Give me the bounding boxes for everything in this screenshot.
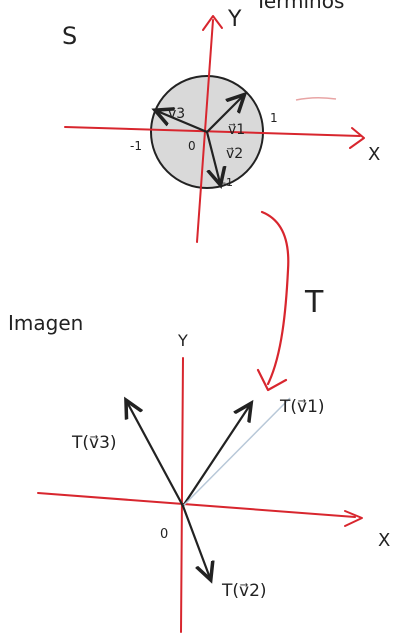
top-x-arrowhead [349,127,365,149]
bottom-y-axis [180,357,184,633]
bottom-x-arrowhead [344,510,363,527]
bottom-origin: 0 [160,527,168,542]
top-x-axis [64,126,361,137]
tick-neg-one-y: -1 [222,176,233,189]
label-v3: v⃗3 [168,106,185,122]
label-v2: v⃗2 [226,146,243,162]
label-Tv2: T(v⃗2) [221,581,267,601]
top-y-arrowhead [202,15,223,31]
transform-label: T [304,285,324,320]
top-y-label: Y [227,7,242,32]
vector-Tv2 [181,504,210,578]
top-origin: 0 [188,139,196,153]
set-label: S [62,22,77,50]
vector-Tv1-faint [182,397,291,507]
vector-v2 [205,130,220,183]
transform-arrowhead [256,368,288,392]
bottom-x-axis [37,492,356,518]
tick-pos-one: 1 [270,111,278,125]
header-fragment: Términos [254,0,344,13]
bottom-y-label: Y [177,331,188,350]
vector-Tv3 [127,402,185,508]
vector-v1 [205,96,243,134]
image-title: Imagen [8,311,83,335]
label-Tv3: T(v⃗3) [71,433,117,453]
vector-v3 [157,111,209,134]
label-v1: v⃗1 [228,122,245,138]
transform-arrow [260,210,290,386]
top-x-label: X [368,144,380,165]
tick-neg-one: -1 [130,139,142,153]
smudge [295,96,337,101]
vector-Tv1 [181,405,250,508]
label-Tv1: T(v⃗1) [279,397,325,417]
bottom-x-label: X [378,530,390,551]
